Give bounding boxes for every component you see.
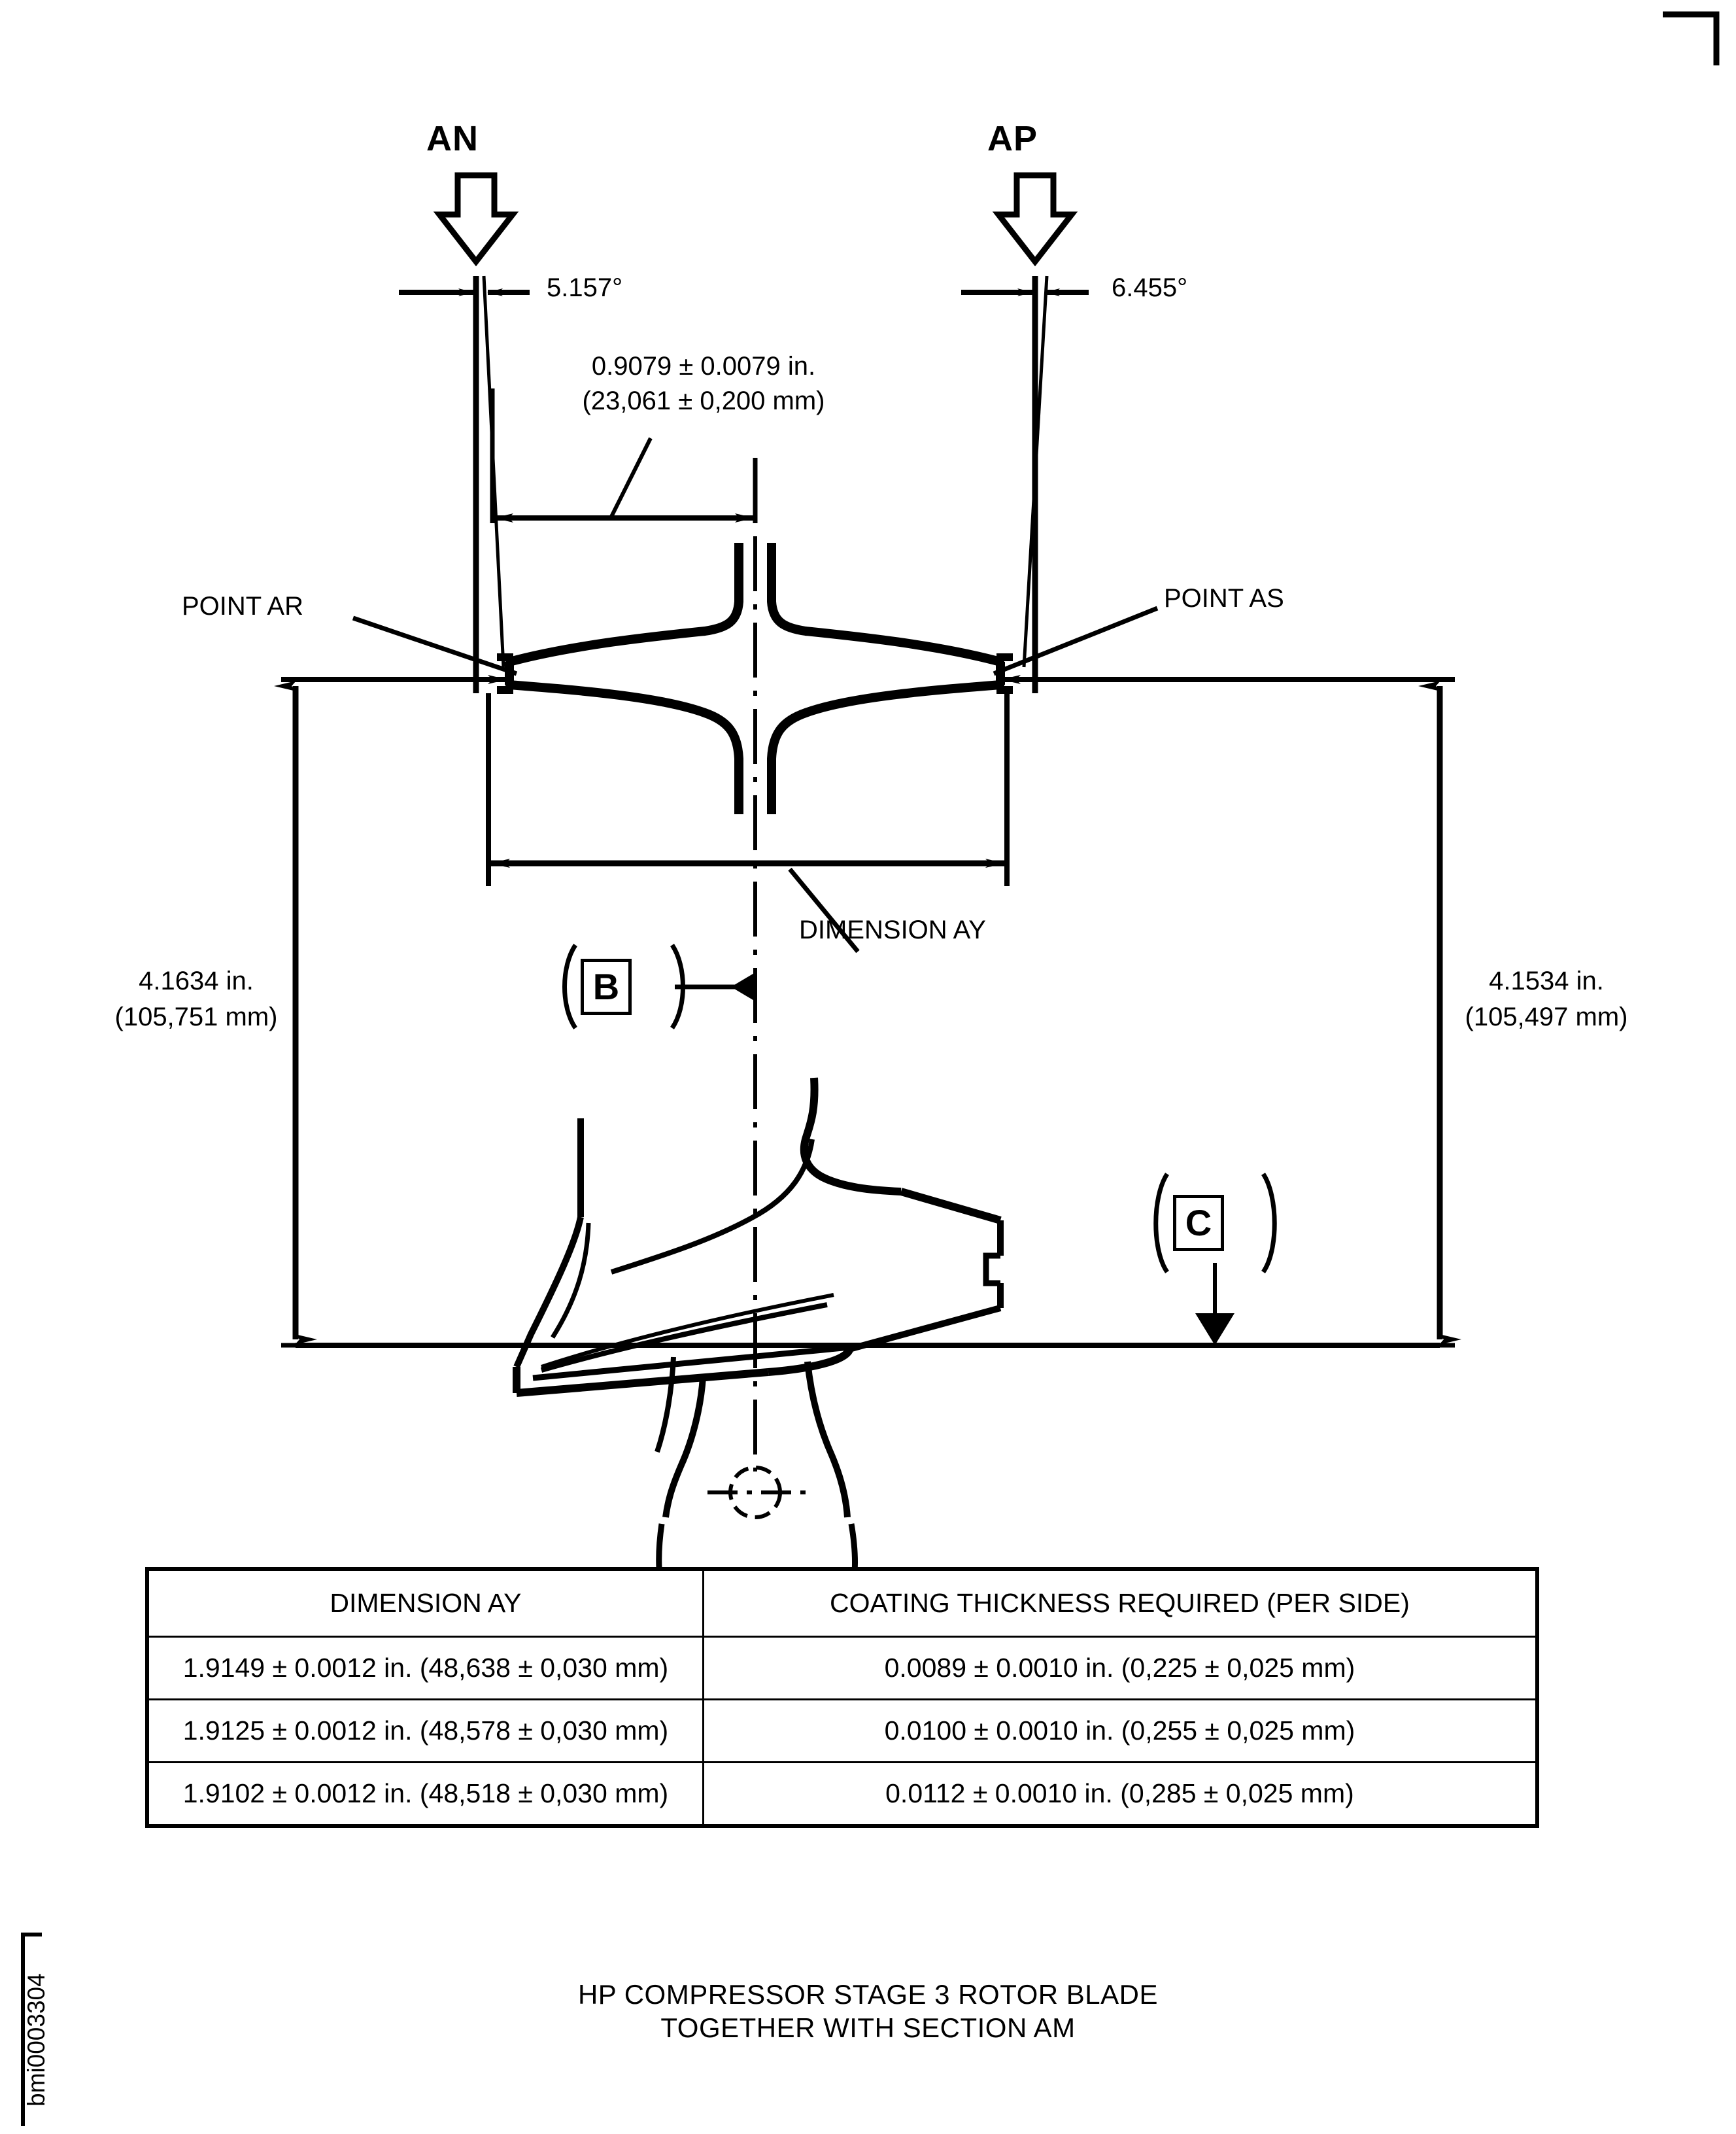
airfoil-tip-section bbox=[497, 543, 1013, 814]
datum-c-box: C bbox=[1173, 1195, 1224, 1251]
doc-id-label: bmi0003304 bbox=[23, 1973, 50, 2107]
chord-dimension-line bbox=[490, 388, 758, 523]
overall-height-left-mm: (105,751 mm) bbox=[114, 1003, 278, 1031]
dimension-ay-label: DIMENSION AY bbox=[799, 916, 986, 944]
datum-c-arcs bbox=[1153, 1173, 1277, 1273]
table-row: 1.9149 ± 0.0012 in. (48,638 ± 0,030 mm) … bbox=[146, 1636, 1539, 1700]
datum-b-box: B bbox=[581, 959, 632, 1015]
point-as-leader bbox=[993, 606, 1159, 676]
figure-caption: HP COMPRESSOR STAGE 3 ROTOR BLADE TOGETH… bbox=[0, 1978, 1736, 2044]
doc-id-corner-bracket bbox=[21, 1933, 42, 2126]
table-cell-dimension-ay: 1.9125 ± 0.0012 in. (48,578 ± 0,030 mm) bbox=[146, 1698, 704, 1763]
table-cell-coating-thickness: 0.0100 ± 0.0010 in. (0,255 ± 0,025 mm) bbox=[702, 1698, 1539, 1763]
overall-height-right-mm: (105,497 mm) bbox=[1465, 1003, 1628, 1031]
table-cell-dimension-ay: 1.9149 ± 0.0012 in. (48,638 ± 0,030 mm) bbox=[146, 1636, 704, 1700]
table-header-dimension-ay: DIMENSION AY bbox=[146, 1568, 704, 1638]
angle-an-label: 5.157° bbox=[547, 273, 623, 302]
chord-dimension-mm: (23,061 ± 0,200 mm) bbox=[582, 387, 825, 415]
overall-height-left-inch: 4.1634 in. bbox=[139, 967, 254, 995]
point-ar-leader bbox=[352, 615, 518, 676]
angle-witness-ap bbox=[961, 275, 1089, 693]
point-as-label: POINT AS bbox=[1164, 584, 1284, 613]
point-ar-label: POINT AR bbox=[182, 592, 303, 621]
datum-b-leader bbox=[675, 972, 755, 1001]
blade-section-view bbox=[513, 1077, 1004, 1624]
coating-thickness-table: DIMENSION AY COATING THICKNESS REQUIRED … bbox=[145, 1567, 1539, 1828]
caption-line-2: TOGETHER WITH SECTION AM bbox=[660, 2012, 1076, 2044]
caption-line-1: HP COMPRESSOR STAGE 3 ROTOR BLADE bbox=[577, 1979, 1159, 2010]
section-flag-ap-label: AP bbox=[987, 119, 1038, 158]
table-row: 1.9102 ± 0.0012 in. (48,518 ± 0,030 mm) … bbox=[146, 1761, 1539, 1827]
table-cell-coating-thickness: 0.0089 ± 0.0010 in. (0,225 ± 0,025 mm) bbox=[702, 1636, 1539, 1700]
chord-dimension-inch: 0.9079 ± 0.0079 in. bbox=[591, 352, 816, 381]
table-header-row: DIMENSION AY COATING THICKNESS REQUIRED … bbox=[146, 1568, 1539, 1638]
overall-height-right-inch: 4.1534 in. bbox=[1489, 967, 1604, 995]
section-flag-an-label: AN bbox=[426, 119, 479, 158]
section-arrow-ap bbox=[992, 172, 1078, 267]
table-row: 1.9125 ± 0.0012 in. (48,578 ± 0,030 mm) … bbox=[146, 1698, 1539, 1763]
section-arrow-an bbox=[433, 172, 519, 267]
table-cell-dimension-ay: 1.9102 ± 0.0012 in. (48,518 ± 0,030 mm) bbox=[146, 1761, 704, 1827]
corner-mark bbox=[1663, 11, 1720, 65]
table-header-coating-thickness: COATING THICKNESS REQUIRED (PER SIDE) bbox=[702, 1568, 1539, 1638]
angle-witness-an bbox=[399, 275, 530, 693]
angle-ap-label: 6.455° bbox=[1112, 273, 1188, 302]
datum-c-leader bbox=[1195, 1263, 1234, 1345]
dimension-ay-line bbox=[486, 693, 1010, 954]
table-cell-coating-thickness: 0.0112 ± 0.0010 in. (0,285 ± 0,025 mm) bbox=[702, 1761, 1539, 1827]
